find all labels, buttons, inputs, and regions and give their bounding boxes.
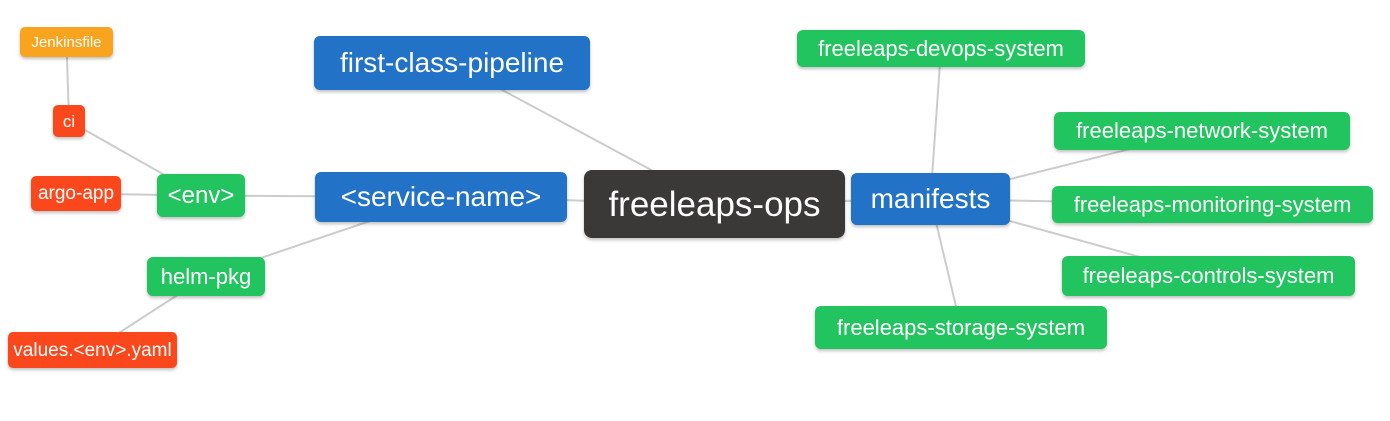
node-freeleaps-controls-system[interactable]: freeleaps-controls-system	[1062, 256, 1355, 296]
node-env[interactable]: <env>	[157, 174, 245, 217]
node-helm-pkg[interactable]: helm-pkg	[147, 257, 265, 296]
node-values-env-yaml[interactable]: values.<env>.yaml	[8, 332, 177, 368]
node-freeleaps-ops[interactable]: freeleaps-ops	[584, 170, 845, 238]
node-first-class-pipeline[interactable]: first-class-pipeline	[314, 36, 590, 90]
node-ci[interactable]: ci	[53, 105, 85, 137]
node-service-name[interactable]: <service-name>	[315, 172, 567, 222]
node-freeleaps-devops-system[interactable]: freeleaps-devops-system	[797, 30, 1085, 67]
node-freeleaps-monitoring-system[interactable]: freeleaps-monitoring-system	[1052, 186, 1373, 223]
node-freeleaps-network-system[interactable]: freeleaps-network-system	[1054, 112, 1350, 150]
node-manifests[interactable]: manifests	[851, 173, 1010, 225]
node-freeleaps-storage-system[interactable]: freeleaps-storage-system	[815, 306, 1107, 349]
node-argo-app[interactable]: argo-app	[31, 176, 121, 211]
node-jenkinsfile[interactable]: Jenkinsfile	[20, 27, 113, 57]
